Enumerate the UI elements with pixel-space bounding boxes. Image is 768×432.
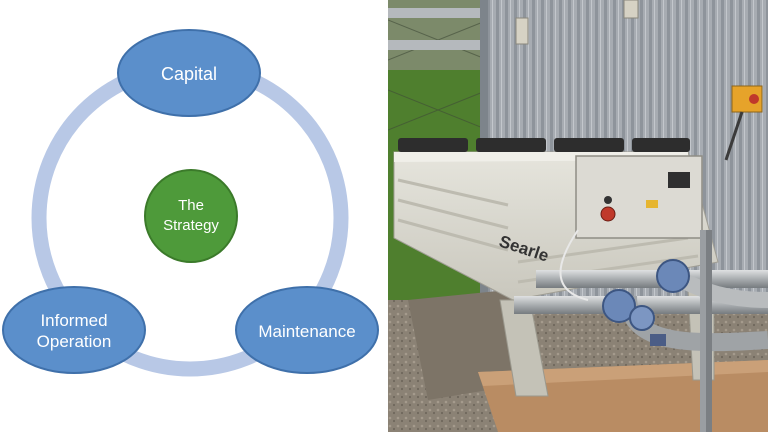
valve-upper	[656, 259, 690, 293]
cooler-fans	[398, 138, 690, 152]
center-label-line1: The	[178, 197, 204, 214]
informed-operation-label-line2: Operation	[37, 332, 112, 351]
control-panel	[575, 155, 703, 239]
center-label-line2: Strategy	[163, 217, 219, 234]
strategy-center-node: The Strategy	[144, 169, 238, 263]
informed-operation-node: Informed Operation	[2, 286, 146, 374]
capital-label: Capital	[161, 64, 217, 84]
capital-node: Capital	[117, 29, 261, 117]
maintenance-label: Maintenance	[258, 322, 355, 341]
support-post	[700, 230, 708, 432]
dry-cooler-photo: Searle	[388, 0, 768, 432]
strategy-cycle-diagram: Capital Maintenance Informed Operation T…	[2, 29, 379, 377]
maintenance-node: Maintenance	[235, 286, 379, 374]
informed-operation-label-line1: Informed	[40, 311, 107, 330]
valve-lower	[602, 289, 636, 323]
pipe-upper	[536, 270, 768, 288]
